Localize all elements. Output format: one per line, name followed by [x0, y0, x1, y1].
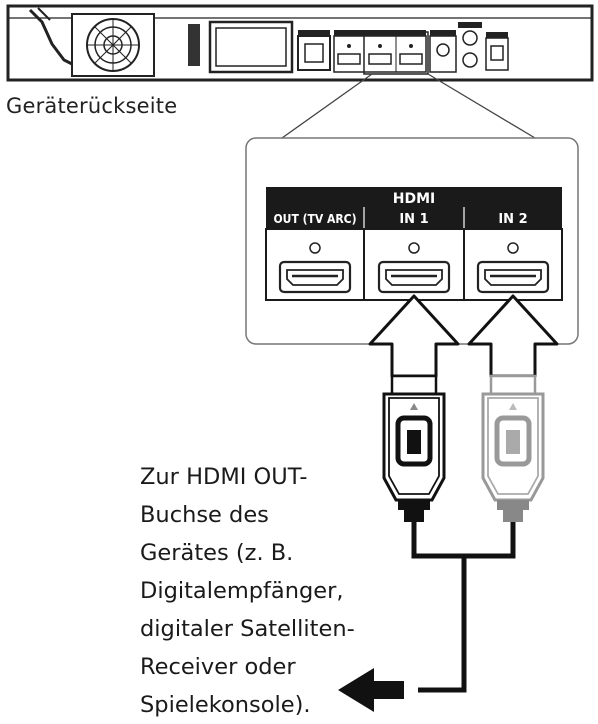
note-line: Gerätes (z. B. — [140, 540, 294, 566]
optical-port-icon — [297, 30, 331, 71]
note-line: digitaler Satelliten- — [140, 616, 355, 642]
note-line: Digitalempfänger, — [140, 578, 344, 604]
mini-hdmi-block — [333, 30, 427, 73]
port-label-in-1: IN 1 — [399, 212, 428, 227]
power-cord — [28, 8, 73, 66]
connection-note: Zur HDMI OUT- Buchse des Gerätes (z. B. … — [140, 458, 355, 724]
port-label-in-2: IN 2 — [498, 212, 527, 227]
cable-grey — [464, 522, 516, 559]
note-line: Receiver oder — [140, 654, 296, 680]
note-line: Buchse des — [140, 502, 269, 528]
cable-black — [411, 522, 467, 693]
device-rear-panel — [6, 4, 594, 82]
hdmi-out-port-icon — [278, 260, 352, 294]
hdmi-in2-port-icon — [476, 260, 550, 294]
note-line: Spielekonsole). — [140, 692, 311, 718]
zoom-panel: HDMI OUT (TV ARC) IN 1 IN 2 — [245, 137, 579, 345]
hdmi-group-label: HDMI — [393, 191, 435, 207]
fan-grille-icon — [71, 13, 155, 77]
port-label-out-tv-arc: OUT (TV ARC) — [274, 212, 357, 226]
note-line: Zur HDMI OUT- — [140, 464, 308, 490]
hdmi-plug-black — [382, 374, 446, 522]
arrow-left-icon — [338, 668, 404, 712]
hdmi-in1-port-icon — [377, 260, 451, 294]
hdmi-plug-grey — [481, 374, 545, 522]
misc-ports — [429, 22, 509, 73]
rear-panel-caption: Geräterückseite — [6, 94, 178, 118]
